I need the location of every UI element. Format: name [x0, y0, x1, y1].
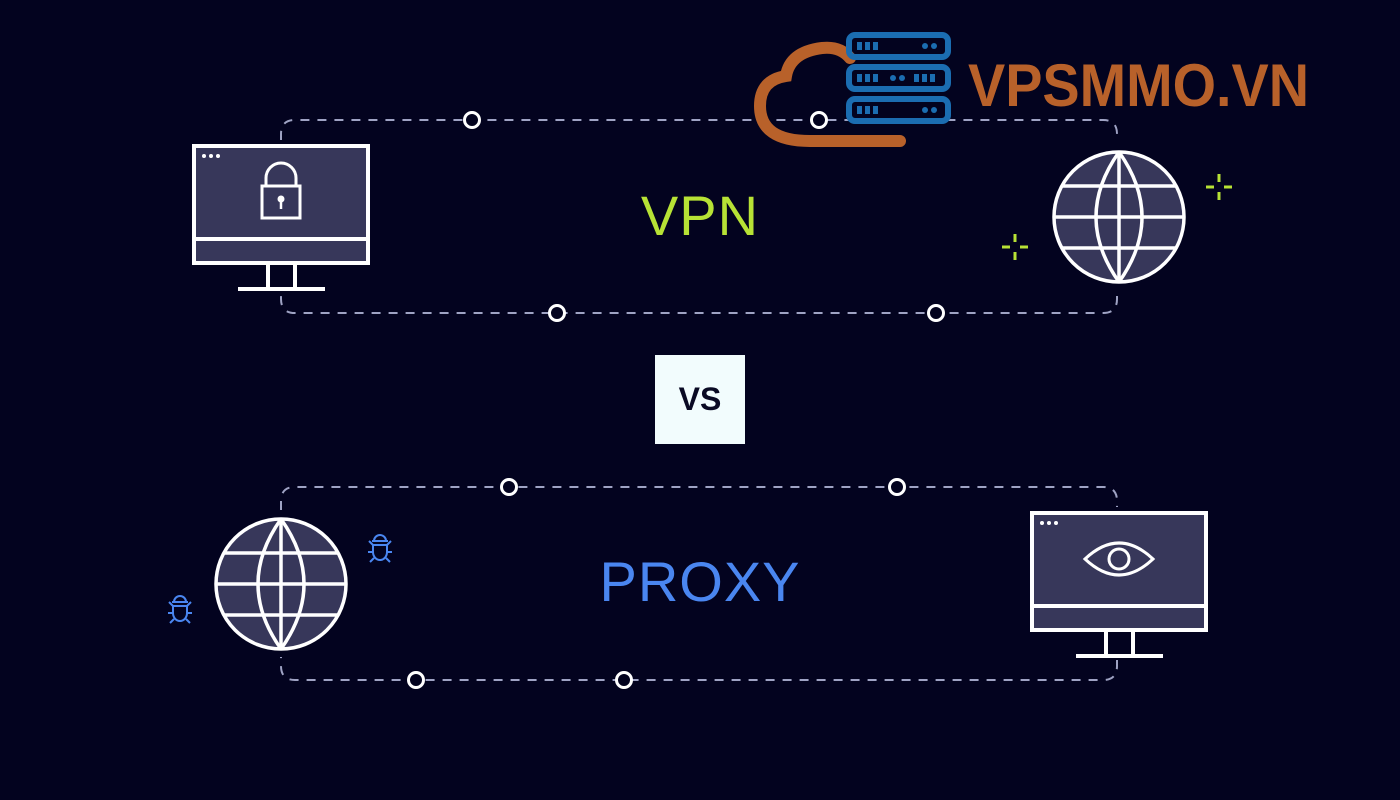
- proxy-path-node: [888, 478, 906, 496]
- logo-text: VPSMMO.VN: [968, 52, 1310, 119]
- proxy-path-node: [615, 671, 633, 689]
- proxy-globe-icon: [214, 517, 348, 651]
- eye-icon: [1082, 541, 1156, 577]
- cloud-server-icon: [753, 32, 951, 147]
- sparkle-crosshair-icon: [1000, 232, 1030, 262]
- monitor-lock-icon: [192, 144, 370, 291]
- vpn-path-node: [548, 304, 566, 322]
- vs-badge: VS: [655, 355, 745, 444]
- proxy-title: PROXY: [599, 550, 801, 613]
- vpn-path-node: [927, 304, 945, 322]
- proxy-path-node: [407, 671, 425, 689]
- vpn-path-node: [463, 111, 481, 129]
- vpn-path-node: [810, 111, 828, 129]
- monitor-eye-icon: [1030, 511, 1208, 658]
- vs-label: VS: [678, 381, 722, 417]
- bug-icon: [167, 595, 193, 624]
- sparkle-crosshair-icon: [1204, 172, 1234, 202]
- bug-icon: [367, 534, 393, 563]
- lock-icon: [260, 161, 302, 220]
- vpn-connection-path: [280, 119, 1118, 314]
- proxy-path-node: [500, 478, 518, 496]
- vpn-title: VPN: [640, 184, 760, 247]
- proxy-connection-path: [280, 486, 1118, 681]
- vpn-globe-icon: [1052, 150, 1186, 284]
